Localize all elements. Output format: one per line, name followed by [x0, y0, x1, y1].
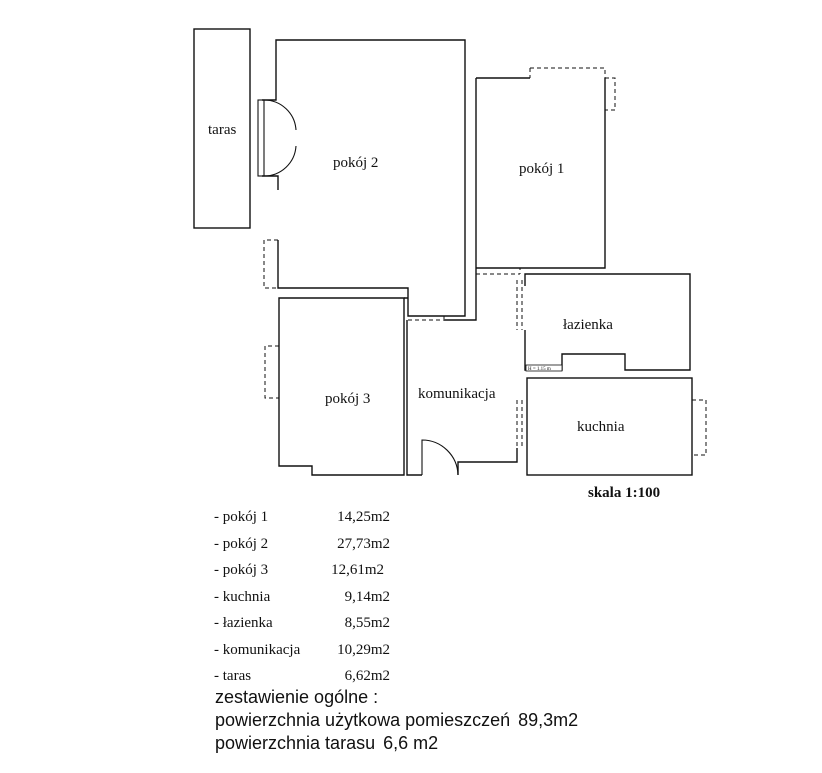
terrace-area-label: powierzchnia tarasu — [215, 733, 376, 753]
room-pokoj3-walls — [278, 297, 405, 476]
list-item: - łazienka 8,55m2 — [214, 613, 414, 640]
list-item: - pokój 3 12,61m2 — [214, 560, 414, 587]
area-name: - pokój 3 — [214, 562, 269, 578]
floor-plan: taras pokój 2 pokój 1 łazienka pokój 3 k… — [193, 28, 707, 476]
room-label-lazienka: łazienka — [563, 317, 613, 333]
list-item: - taras 6,62m2 — [214, 666, 414, 693]
usable-area-value: 89,3m2 — [518, 710, 579, 730]
room-kuchnia-walls — [526, 377, 693, 476]
area-list: - pokój 1 14,25m2 - pokój 2 27,73m2 - pokó… — [214, 507, 414, 693]
list-item: - pokój 2 27,73m2 — [214, 534, 414, 561]
room-label-kuchnia: kuchnia — [577, 419, 625, 435]
area-name: - kuchnia — [214, 588, 271, 605]
summary-usable-line: powierzchnia użytkowa pomieszczeń 89,3m2 — [215, 709, 578, 732]
summary-block: zestawienie ogólne : powierzchnia użytko… — [215, 686, 578, 755]
area-value: 14,25m2 — [337, 509, 390, 525]
area-name: - pokój 2 — [214, 535, 269, 552]
room-label-pokoj2: pokój 2 — [333, 155, 378, 171]
terrace-area-value: 6,6 m2 — [383, 733, 439, 753]
usable-area-label: powierzchnia użytkowa pomieszczeń — [215, 710, 511, 730]
summary-title: zestawienie ogólne : — [215, 687, 379, 707]
summary-terrace-line: powierzchnia tarasu 6,6 m2 — [215, 732, 578, 755]
list-item: - kuchnia 9,14m2 — [214, 587, 414, 614]
area-name: - komunikacja — [214, 641, 301, 658]
scale-label: skala 1:100 — [588, 485, 661, 501]
list-item: - pokój 1 14,25m2 — [214, 507, 414, 534]
area-name: - pokój 1 — [214, 509, 269, 525]
height-note: H = 1.15 m — [528, 367, 551, 372]
area-value: 6,62m2 — [344, 668, 390, 684]
room-label-taras: taras — [208, 122, 236, 138]
room-label-pokoj3: pokój 3 — [325, 391, 370, 407]
area-value: 27,73m2 — [337, 535, 390, 552]
area-value: 8,55m2 — [344, 615, 390, 631]
area-value: 12,61m2 — [331, 562, 384, 578]
room-pokoj2-walls — [262, 39, 466, 317]
room-label-komunikacja: komunikacja — [418, 386, 496, 402]
terrace-outline — [193, 28, 251, 229]
area-value: 9,14m2 — [344, 588, 390, 605]
area-name: - taras — [214, 668, 252, 684]
list-item: - komunikacja 10,29m2 — [214, 640, 414, 667]
room-label-pokoj1: pokój 1 — [519, 161, 564, 177]
area-value: 10,29m2 — [337, 641, 390, 658]
room-komunikacja-walls — [404, 297, 518, 476]
area-name: - łazienka — [214, 615, 273, 631]
